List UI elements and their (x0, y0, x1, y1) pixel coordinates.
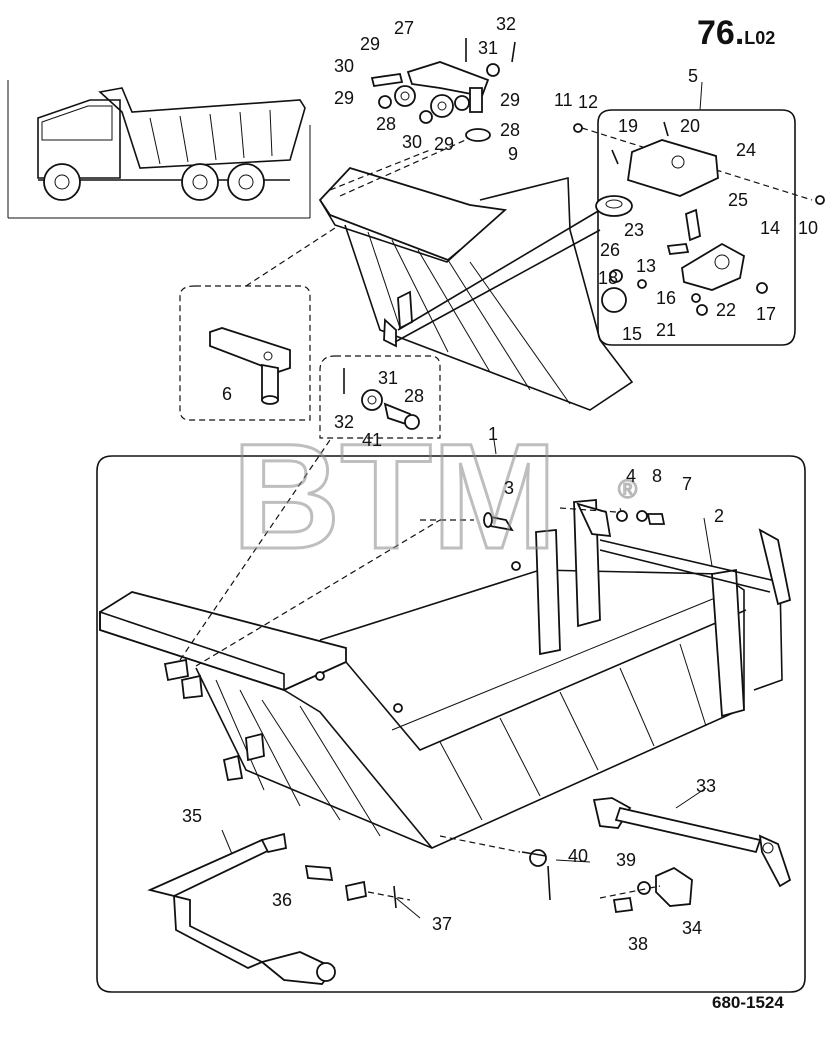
part-label: 30 (402, 132, 422, 152)
part-label: 21 (656, 320, 676, 340)
part-label: 12 (578, 92, 598, 112)
part-label: 23 (624, 220, 644, 240)
part-label: 9 (508, 144, 518, 164)
upper-body-view (318, 137, 634, 411)
part-label: 26 (600, 240, 620, 260)
watermark-registered-mark: ® (618, 474, 637, 504)
part-label: 28 (376, 114, 396, 134)
part-label: 24 (736, 140, 756, 160)
part-label: 34 (682, 918, 702, 938)
part-label: 18 (598, 268, 618, 288)
part-label: 1 (488, 424, 498, 444)
part-label: 7 (682, 474, 692, 494)
page-title: 76.L02 (697, 14, 775, 52)
part-label: 32 (334, 412, 354, 432)
part-label: 29 (360, 34, 380, 54)
part-label: 3 (504, 478, 514, 498)
part-label: 31 (478, 38, 498, 58)
part-label: 8 (652, 466, 662, 486)
part-label: 37 (432, 914, 452, 934)
part-label: 10 (798, 218, 818, 238)
main-body-box (96, 455, 806, 993)
part-label: 39 (616, 850, 636, 870)
part-label: 27 (394, 18, 414, 38)
part-label: 22 (716, 300, 736, 320)
part-label: 29 (434, 134, 454, 154)
part-label: 28 (404, 386, 424, 406)
part-label: 32 (496, 14, 516, 34)
detail-5-box (573, 109, 825, 346)
part-label: 14 (760, 218, 780, 238)
part-label: 4 (626, 466, 636, 486)
part-label: 2 (714, 506, 724, 526)
svg-text:76.L02: 76.L02 (697, 14, 775, 52)
part-label: 20 (680, 116, 700, 136)
leader-lines (221, 81, 713, 919)
part-label: 6 (222, 384, 232, 404)
part-label: 29 (500, 90, 520, 110)
drawing-number: 680-1524 (712, 993, 784, 1012)
part-label: 29 (334, 88, 354, 108)
part-label: 38 (628, 934, 648, 954)
page-title-main: 76. (697, 14, 744, 52)
small-parts-main (147, 507, 792, 985)
truck-thumbnail (7, 80, 311, 219)
part-label: 5 (688, 66, 698, 86)
part-label: 13 (636, 256, 656, 276)
part-label: 33 (696, 776, 716, 796)
part-label: 25 (728, 190, 748, 210)
part-label: 17 (756, 304, 776, 324)
part-label: 15 (622, 324, 642, 344)
part-label: 36 (272, 890, 292, 910)
part-label: 35 (182, 806, 202, 826)
part-label: 19 (618, 116, 638, 136)
part-label: 28 (500, 120, 520, 140)
part-label: 11 (554, 90, 573, 110)
part-label: 30 (334, 56, 354, 76)
part-label: 41 (362, 430, 382, 450)
page-title-suffix: L02 (744, 28, 775, 48)
part-label: 31 (378, 368, 398, 388)
btm-watermark: BTM ® (231, 411, 638, 582)
detail-pin-box (319, 355, 441, 439)
part-labels: 1 2 3 4 5 6 7 8 9 10 11 12 13 14 15 16 1… (182, 14, 818, 954)
part-label: 40 (568, 846, 588, 866)
hinge-assembly-top (370, 38, 516, 142)
part-label: 16 (656, 288, 676, 308)
watermark-text: BTM (232, 412, 557, 580)
main-dump-body (99, 439, 792, 849)
detail-6-box (179, 227, 336, 421)
